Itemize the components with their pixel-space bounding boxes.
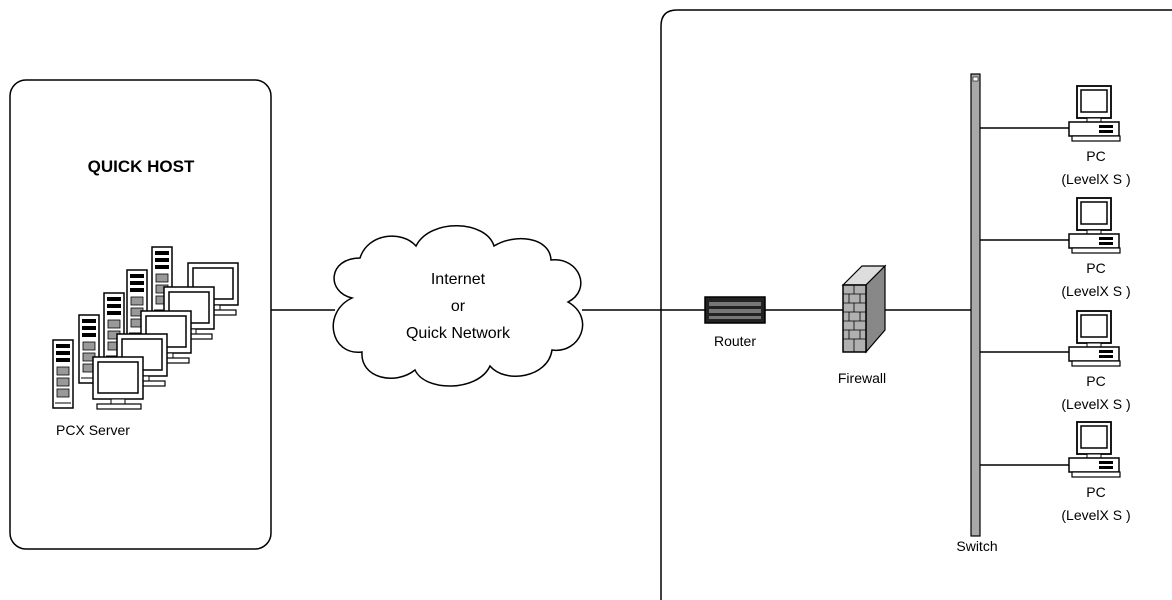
pc-icon [1068,421,1121,478]
client-site-box [660,9,1172,600]
pc-sub: (LevelX S ) [1061,507,1130,523]
router-icon [704,296,766,324]
pc-icon [1068,85,1121,142]
pc-sub: (LevelX S ) [1061,396,1130,412]
cloud-line-3: Quick Network [406,325,511,342]
cloud-icon [332,225,584,387]
pc-icon [1068,197,1121,254]
switch-label: Switch [956,538,997,554]
pc-name: PC [1086,260,1105,276]
server-label: PCX Server [56,422,130,438]
pc-name: PC [1086,484,1105,500]
pc-name: PC [1086,373,1105,389]
pc-sub: (LevelX S ) [1061,283,1130,299]
cloud-line-1: Internet [431,271,486,288]
router-label: Router [714,333,756,349]
pc-icon [1068,310,1121,367]
firewall-label: Firewall [838,370,886,386]
quick-host-title: QUICK HOST [88,157,195,176]
switch-icon [970,73,981,537]
pc-name: PC [1086,148,1105,164]
cloud-line-2: or [451,298,466,315]
firewall-icon [841,264,887,354]
pc-sub: (LevelX S ) [1061,171,1130,187]
